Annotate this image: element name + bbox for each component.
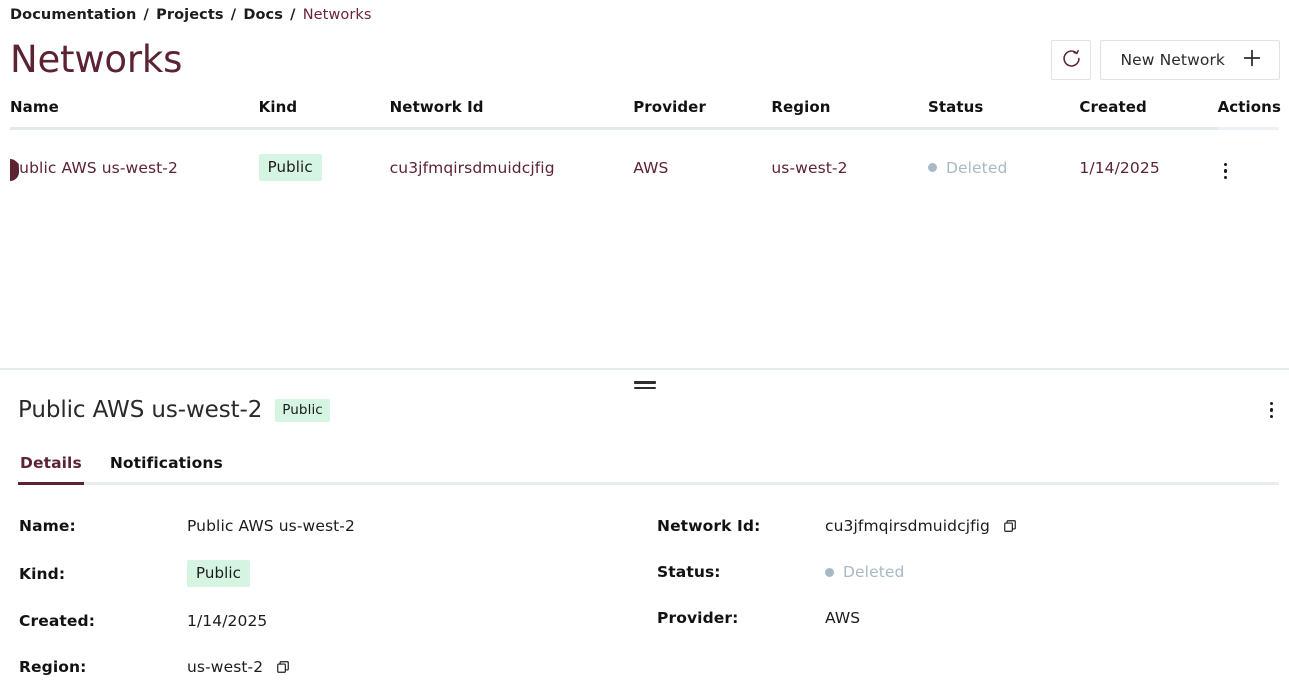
- detail-label-status: Status:: [657, 563, 721, 581]
- detail-label-name: Name:: [19, 517, 76, 535]
- cell-actions: [1218, 129, 1279, 205]
- panel-splitter: [0, 360, 1289, 390]
- column-header-created[interactable]: Created: [1079, 86, 1218, 130]
- cell-kind: Public: [258, 129, 390, 205]
- resize-handle[interactable]: [630, 378, 660, 392]
- row-name-text: Public AWS us-west-2: [10, 158, 178, 177]
- detail-column-left: Name: Public AWS us-west-2 Kind: Public …: [19, 514, 657, 679]
- column-header-region[interactable]: Region: [771, 86, 928, 130]
- detail-label-kind: Kind:: [19, 564, 66, 583]
- detail-label-provider: Provider:: [657, 609, 739, 627]
- detail-label-region: Region:: [19, 658, 87, 676]
- detail-status-text: Deleted: [843, 563, 905, 581]
- detail-status-dot-icon: [825, 567, 834, 577]
- splitter-divider: [0, 368, 1289, 370]
- breadcrumb-item-documentation[interactable]: Documentation: [10, 7, 137, 23]
- tab-details[interactable]: Details: [18, 454, 84, 485]
- detail-value-created: 1/14/2025: [187, 612, 268, 630]
- breadcrumb-item-projects[interactable]: Projects: [156, 7, 224, 23]
- row-selected-indicator: [10, 158, 19, 181]
- detail-panel-title: Public AWS us-west-2: [18, 397, 263, 423]
- detail-label-network-id: Network Id:: [657, 517, 761, 535]
- breadcrumb-item-networks[interactable]: Networks: [302, 7, 372, 23]
- detail-kebab-menu-icon[interactable]: [1264, 398, 1280, 423]
- status-dot-icon: [927, 163, 937, 173]
- detail-panel: Public AWS us-west-2 Public Details Noti…: [0, 392, 1289, 700]
- header-actions: New Network: [1051, 40, 1280, 80]
- detail-title-group: Public AWS us-west-2 Public: [18, 397, 330, 423]
- detail-label-created: Created:: [19, 612, 96, 630]
- page-title: Networks: [10, 38, 183, 81]
- cell-provider: AWS: [633, 158, 669, 177]
- breadcrumb: Documentation / Projects / Docs / Networ…: [0, 0, 1289, 24]
- detail-field-network-id: Network Id: cu3jfmqirsdmuidcjfig: [657, 514, 1279, 538]
- networks-table-container: Name Kind Network Id Provider Region Sta…: [0, 86, 1289, 204]
- detail-value-kind: Public: [187, 560, 250, 587]
- detail-value-provider: AWS: [825, 609, 861, 627]
- breadcrumb-separator: /: [290, 7, 296, 23]
- column-header-name[interactable]: Name: [10, 86, 259, 130]
- column-header-kind[interactable]: Kind: [258, 86, 390, 130]
- detail-field-kind: Kind: Public: [19, 560, 657, 587]
- new-network-label: New Network: [1120, 51, 1225, 69]
- status-badge: Deleted: [927, 158, 1008, 177]
- cell-network-id: cu3jfmqirsdmuidcjfig: [389, 158, 555, 177]
- tab-notifications[interactable]: Notifications: [109, 454, 223, 472]
- detail-value-network-id: cu3jfmqirsdmuidcjfig: [825, 517, 990, 535]
- table-header: Name Kind Network Id Provider Region Sta…: [10, 86, 1281, 130]
- detail-value-name: Public AWS us-west-2: [187, 517, 355, 535]
- table-row[interactable]: Public AWS us-west-2 Public cu3jfmqirsdm…: [10, 129, 1279, 205]
- detail-tabs: Details Notifications: [18, 454, 1279, 485]
- detail-kind-badge: Public: [275, 398, 330, 422]
- column-header-provider[interactable]: Provider: [633, 86, 772, 130]
- detail-fields-grid: Name: Public AWS us-west-2 Kind: Public …: [10, 514, 1279, 679]
- detail-kind-value-badge: Public: [187, 560, 250, 587]
- breadcrumb-separator: /: [143, 7, 149, 23]
- detail-value-status-wrap: Deleted: [825, 563, 904, 581]
- refresh-button[interactable]: [1051, 40, 1092, 80]
- detail-value-region-wrap: us-west-2: [187, 658, 290, 676]
- plus-icon: [1241, 47, 1263, 73]
- refresh-icon: [1061, 48, 1082, 72]
- networks-table: Name Kind Network Id Provider Region Sta…: [10, 86, 1281, 205]
- row-kebab-menu-icon[interactable]: [1218, 159, 1234, 184]
- kind-badge: Public: [258, 154, 322, 181]
- cell-region: us-west-2: [771, 158, 848, 177]
- detail-field-region: Region: us-west-2: [19, 655, 657, 679]
- copy-region-icon[interactable]: [276, 660, 290, 674]
- column-header-status[interactable]: Status: [927, 86, 1080, 130]
- detail-value-region: us-west-2: [187, 658, 264, 676]
- detail-panel-header: Public AWS us-west-2 Public: [10, 392, 1279, 428]
- detail-field-created: Created: 1/14/2025: [19, 609, 657, 633]
- cell-name[interactable]: Public AWS us-west-2: [10, 129, 259, 205]
- detail-column-right: Network Id: cu3jfmqirsdmuidcjfig Status:: [657, 514, 1279, 679]
- detail-value-network-id-wrap: cu3jfmqirsdmuidcjfig: [825, 517, 1017, 535]
- detail-field-name: Name: Public AWS us-west-2: [19, 514, 657, 538]
- table-header-row: Name Kind Network Id Provider Region Sta…: [10, 86, 1281, 130]
- copy-network-id-icon[interactable]: [1003, 519, 1017, 533]
- cell-created: 1/14/2025: [1079, 158, 1160, 177]
- breadcrumb-item-docs[interactable]: Docs: [243, 7, 283, 23]
- column-header-actions: Actions: [1217, 86, 1281, 130]
- detail-status-badge: Deleted: [825, 563, 904, 581]
- page-header: Networks New Network: [0, 24, 1289, 86]
- cell-status: Deleted: [927, 129, 1079, 205]
- column-header-network-id[interactable]: Network Id: [389, 86, 634, 130]
- new-network-button[interactable]: New Network: [1100, 40, 1280, 80]
- table-body: Public AWS us-west-2 Public cu3jfmqirsdm…: [10, 129, 1279, 205]
- detail-field-status: Status: Deleted: [657, 560, 1279, 584]
- breadcrumb-separator: /: [230, 7, 237, 23]
- status-text: Deleted: [945, 158, 1008, 177]
- detail-field-provider: Provider: AWS: [657, 606, 1279, 630]
